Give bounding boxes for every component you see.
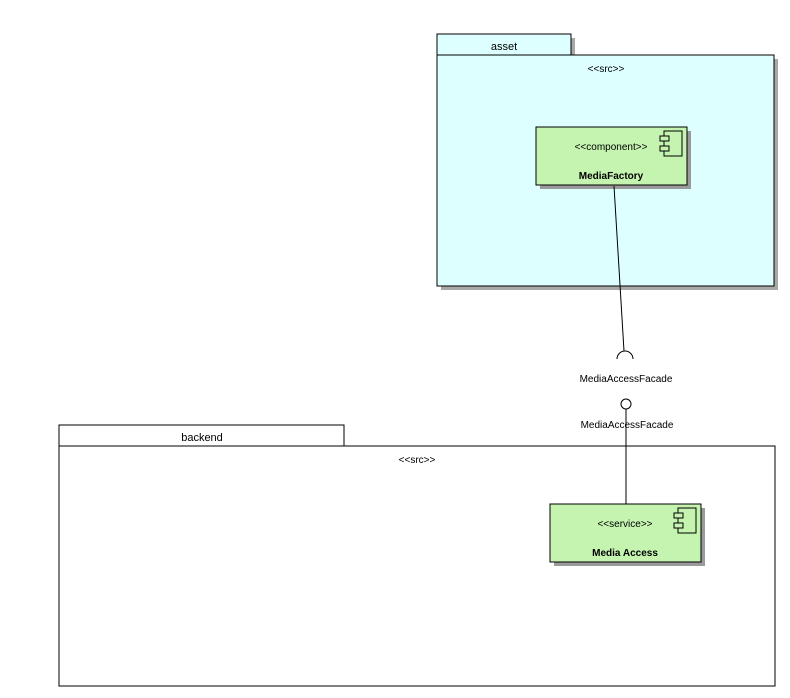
package-stereotype: <<src>> xyxy=(399,455,436,466)
package-asset[interactable]: asset <<src>> xyxy=(436,33,778,290)
component-name: Media Access xyxy=(592,548,658,559)
package-stereotype: <<src>> xyxy=(588,64,625,75)
socket-icon xyxy=(616,350,634,360)
interface-label: MediaAccessFacade xyxy=(580,374,673,385)
component-name: MediaFactory xyxy=(579,171,644,182)
component-icon xyxy=(659,130,683,157)
required-interface[interactable]: MediaAccessFacade xyxy=(580,185,673,385)
component-stereotype: <<component>> xyxy=(575,142,648,153)
package-name: asset xyxy=(491,41,517,53)
component-media-factory[interactable]: <<component>> MediaFactory xyxy=(535,126,691,189)
component-stereotype: <<service>> xyxy=(597,519,652,530)
component-icon xyxy=(673,507,697,534)
dependency-line xyxy=(613,185,625,352)
package-name: backend xyxy=(181,432,223,444)
interface-label: MediaAccessFacade xyxy=(581,420,674,431)
lollipop-icon xyxy=(620,398,632,410)
component-media-access[interactable]: <<service>> Media Access xyxy=(549,503,705,566)
provided-interface[interactable]: MediaAccessFacade xyxy=(581,398,674,504)
